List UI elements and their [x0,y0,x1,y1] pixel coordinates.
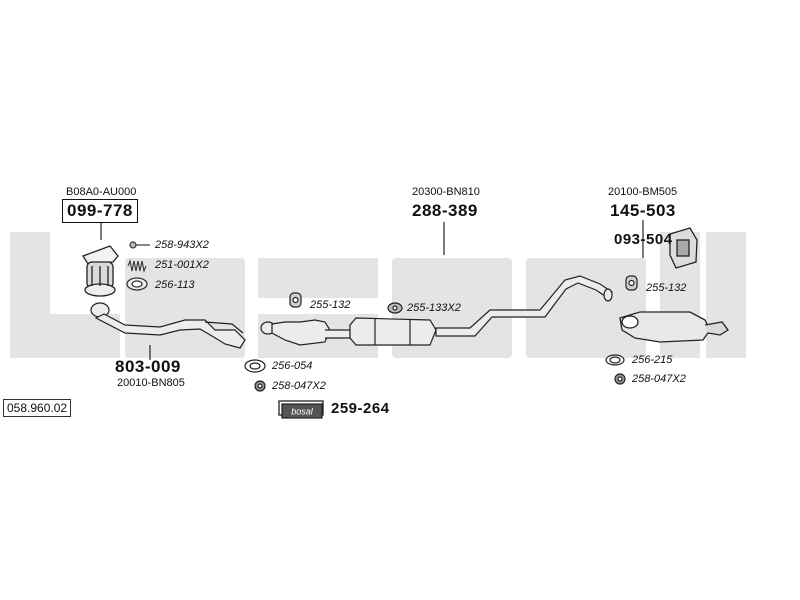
hanger-part-number: 255-132 [310,299,351,311]
part-number-catalytic: 099-778 [62,199,138,223]
oem-number-rear: 20100-BM505 [608,186,678,198]
part-number-rear: 145-503 [610,201,676,220]
bolt-part-number: 258-943X2 [155,239,209,251]
part-number-assembly-kit: 259-264 [331,400,390,417]
oem-number-front-pipe: 20010-BN805 [117,377,185,389]
assembly-kit-box-icon: bosal [278,400,324,419]
mounting-block-icon [669,227,698,269]
clamp-part-number: 255-133X2 [407,302,461,314]
nut-part-number: 258-047X2 [272,380,326,392]
gasket-ring-part-number: 256-113 [155,279,195,291]
clamp-icon [387,302,403,314]
spring-part-number: 251-001X2 [155,259,209,271]
gasket-icon [605,354,625,366]
rubber-hanger-icon [625,275,638,291]
nut-part-number: 258-047X2 [632,373,686,385]
gasket-part-number: 256-054 [272,360,313,372]
oem-number-catalytic: B08A0-AU000 [66,186,137,198]
rear-silencer-icon [619,311,729,343]
part-number-front-pipe: 803-009 [115,357,181,376]
middle-silencer-icon [260,317,437,346]
intermediate-pipe-icon [435,275,613,337]
hanger-part-number: 255-132 [646,282,687,294]
nut-icon [614,373,626,385]
front-pipe-icon [90,302,246,349]
nut-icon [254,380,266,392]
part-number-mounting: 093-504 [614,231,673,248]
gasket-ring-icon [126,277,148,291]
bolt-icon [129,241,150,249]
spring-icon [127,259,147,273]
oem-number-intermediate: 20300-BN810 [412,186,480,198]
bosal-logo: bosal [291,407,314,417]
rubber-hanger-icon [289,292,302,308]
catalytic-converter-icon [82,245,119,297]
diagram-code: 058.960.02 [3,399,72,417]
part-number-intermediate: 288-389 [412,201,478,220]
gasket-icon [244,359,266,373]
gasket-part-number: 256-215 [632,354,673,366]
